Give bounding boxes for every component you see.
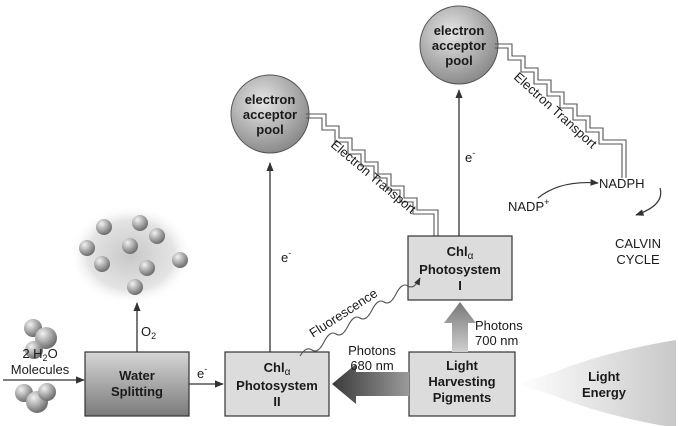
photons-700-label-2: 700 nm: [475, 333, 518, 348]
o2-label: O2: [141, 324, 156, 341]
electron-transport-label-right: Electron Transport: [511, 69, 600, 151]
water-splitting-label-1: Water: [119, 368, 155, 383]
nadph-to-calvin-arrow: [635, 187, 662, 216]
photons-700-label-1: Photons: [475, 318, 523, 333]
ps2-label-2: Photosystem: [236, 378, 318, 393]
ps2-label-3: II: [273, 394, 280, 409]
electron-acceptor-pool-right: [419, 5, 499, 85]
photons-680-arrow: [332, 364, 409, 404]
ps1-label-3: I: [458, 278, 462, 293]
pool-left-label-3: pool: [256, 122, 283, 137]
water-splitting-label-2: Splitting: [111, 384, 163, 399]
electron-label-1: e-: [197, 364, 207, 381]
photosystem-2-box: [224, 351, 330, 417]
light-harvesting-label-3: Pigments: [433, 390, 492, 405]
pool-left-label-1: electron: [245, 92, 296, 107]
ps1-label-2: Photosystem: [419, 262, 501, 277]
electron-label-2: e-: [281, 248, 291, 265]
nadp-label: NADP+: [508, 197, 549, 214]
molecules-label-2: Molecules: [11, 362, 70, 377]
pool-right-label-2: acceptor: [432, 38, 486, 53]
nadp-arrow: [537, 179, 599, 199]
light-harvesting-label-2: Harvesting: [428, 374, 495, 389]
molecules-label: 2 H2O: [22, 346, 57, 363]
photosystem-1-box: [407, 235, 513, 301]
nadph-label: NADPH: [599, 176, 645, 191]
pool-right-label-3: pool: [445, 53, 472, 68]
light-harvesting-label-1: Light: [446, 358, 478, 373]
calvin-label-2: CYCLE: [616, 252, 660, 267]
photons-680-label-2: 680 nm: [350, 358, 393, 373]
ps2-label-1: Chlα: [264, 360, 291, 378]
electron-transport-staircase-right: [495, 43, 627, 178]
water-molecule-icon-top: [24, 319, 57, 359]
calvin-label-1: CALVIN: [615, 236, 661, 251]
photons-680-label-1: Photons: [348, 343, 396, 358]
electron-transport-label-left: Electron Transport: [328, 137, 419, 217]
ps1-label-1: Chlα: [447, 244, 474, 262]
water-splitting-box: [84, 351, 190, 417]
pool-right-label-1: electron: [434, 23, 485, 38]
fluorescence-wave-arrow: [299, 277, 421, 357]
light-energy-beam: [518, 340, 676, 426]
pool-left-label-2: acceptor: [243, 107, 297, 122]
light-energy-label-2: Energy: [582, 385, 627, 400]
photons-700-arrow: [444, 302, 476, 352]
water-molecule-icon-bottom: [15, 383, 56, 413]
light-energy-label-1: Light: [588, 369, 620, 384]
electron-transport-staircase-left: [306, 113, 439, 236]
electron-label-3: e-: [465, 148, 475, 165]
oxygen-molecules-icon: [79, 215, 188, 295]
